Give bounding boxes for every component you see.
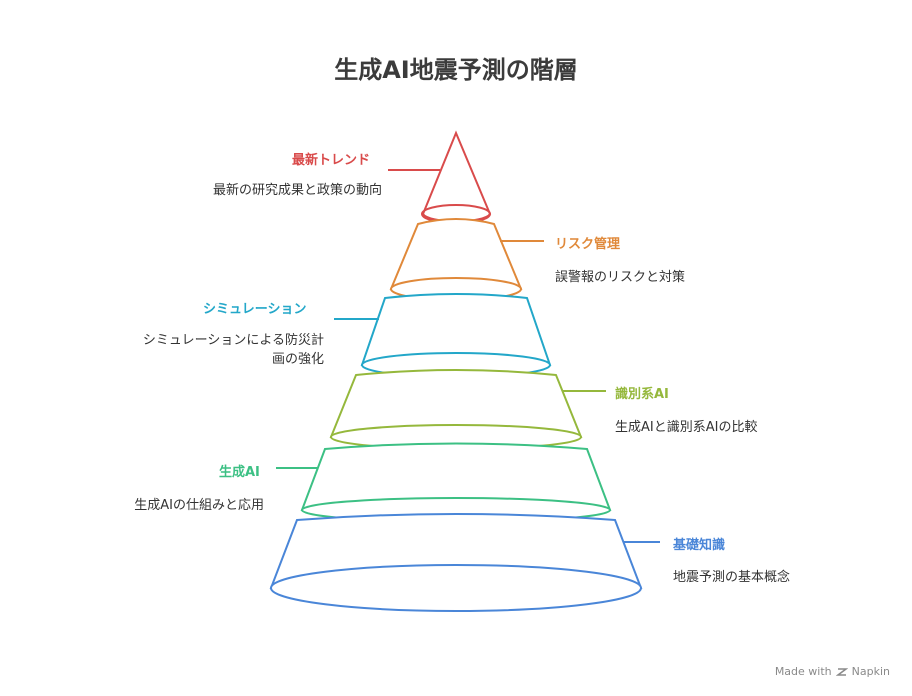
made-with-napkin: Made with Napkin — [775, 665, 890, 678]
layer-ident-label: 識別系AI — [615, 387, 669, 402]
layer-base-label: 基礎知識 — [673, 538, 726, 553]
layer-sim-shape — [360, 293, 552, 378]
layer-risk-shape — [389, 218, 523, 301]
layer-risk-label: リスク管理 — [555, 237, 621, 252]
layer-sim-desc: シミュレーションによる防災計画の強化 — [142, 333, 324, 367]
layer-base-shape — [269, 513, 643, 612]
layer-gen-desc: 生成AIの仕組みと応用 — [134, 498, 264, 513]
layer-ident-shape — [329, 369, 583, 450]
layer-gen-shape — [300, 442, 612, 523]
layer-sim-label: シミュレーション — [203, 302, 307, 317]
footer-made-with-text: Made with — [774, 665, 832, 678]
layer-risk-desc: 誤警報のリスクと対策 — [555, 270, 686, 285]
layer-trend-shape — [421, 130, 492, 224]
layer-ident-desc: 生成AIと識別系AIの比較 — [615, 420, 758, 435]
layer-gen-label: 生成AI — [219, 465, 260, 480]
layer-trend-label: 最新トレンド — [292, 153, 371, 168]
layer-trend-desc: 最新の研究成果と政策の動向 — [212, 183, 382, 198]
footer-brand-text: Napkin — [851, 665, 890, 678]
page-title: 生成AI地震予測の階層 — [334, 56, 578, 84]
layer-base-desc: 地震予測の基本概念 — [673, 570, 791, 585]
napkin-logo-icon — [835, 667, 848, 676]
